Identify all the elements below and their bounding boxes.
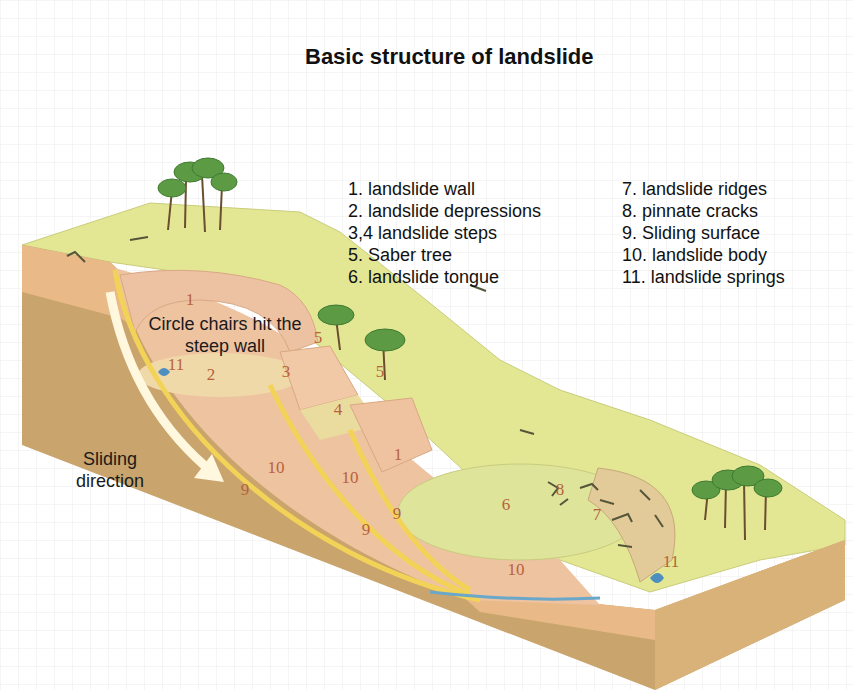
- callout-number: 9: [362, 520, 371, 540]
- callout-number: 9: [241, 480, 250, 500]
- callout-number: 10: [508, 560, 525, 580]
- key-item: 1. landslide wall: [348, 178, 475, 200]
- callout-number: 11: [168, 355, 184, 375]
- key-item: 3,4 landslide steps: [348, 222, 497, 244]
- key-item: 10. landslide body: [622, 244, 767, 266]
- annotation: Circle chairs hit the steep wall: [145, 313, 305, 357]
- callout-number: 2: [207, 365, 216, 385]
- callout-number: 8: [556, 480, 565, 500]
- key-item: 2. landslide depressions: [348, 200, 541, 222]
- callout-number: 1: [186, 290, 195, 310]
- diagram-title: Basic structure of landslide: [305, 44, 594, 70]
- callout-number: 5: [314, 328, 323, 348]
- callout-number: 10: [342, 468, 359, 488]
- callout-number: 9: [393, 504, 402, 524]
- key-item: 7. landslide ridges: [622, 178, 767, 200]
- callout-number: 3: [282, 362, 291, 382]
- annotation: Sliding direction: [60, 448, 160, 492]
- key-item: 5. Saber tree: [348, 244, 452, 266]
- callout-number: 7: [593, 505, 602, 525]
- callout-number: 10: [268, 458, 285, 478]
- callout-number: 1: [394, 445, 403, 465]
- key-item: 6. landslide tongue: [348, 266, 499, 288]
- callout-number: 5: [376, 362, 385, 382]
- key-item: 9. Sliding surface: [622, 222, 760, 244]
- key-item: 8. pinnate cracks: [622, 200, 758, 222]
- callout-number: 11: [663, 552, 679, 572]
- key-item: 11. landslide springs: [622, 266, 785, 288]
- callout-number: 6: [502, 495, 511, 515]
- callout-number: 4: [334, 400, 343, 420]
